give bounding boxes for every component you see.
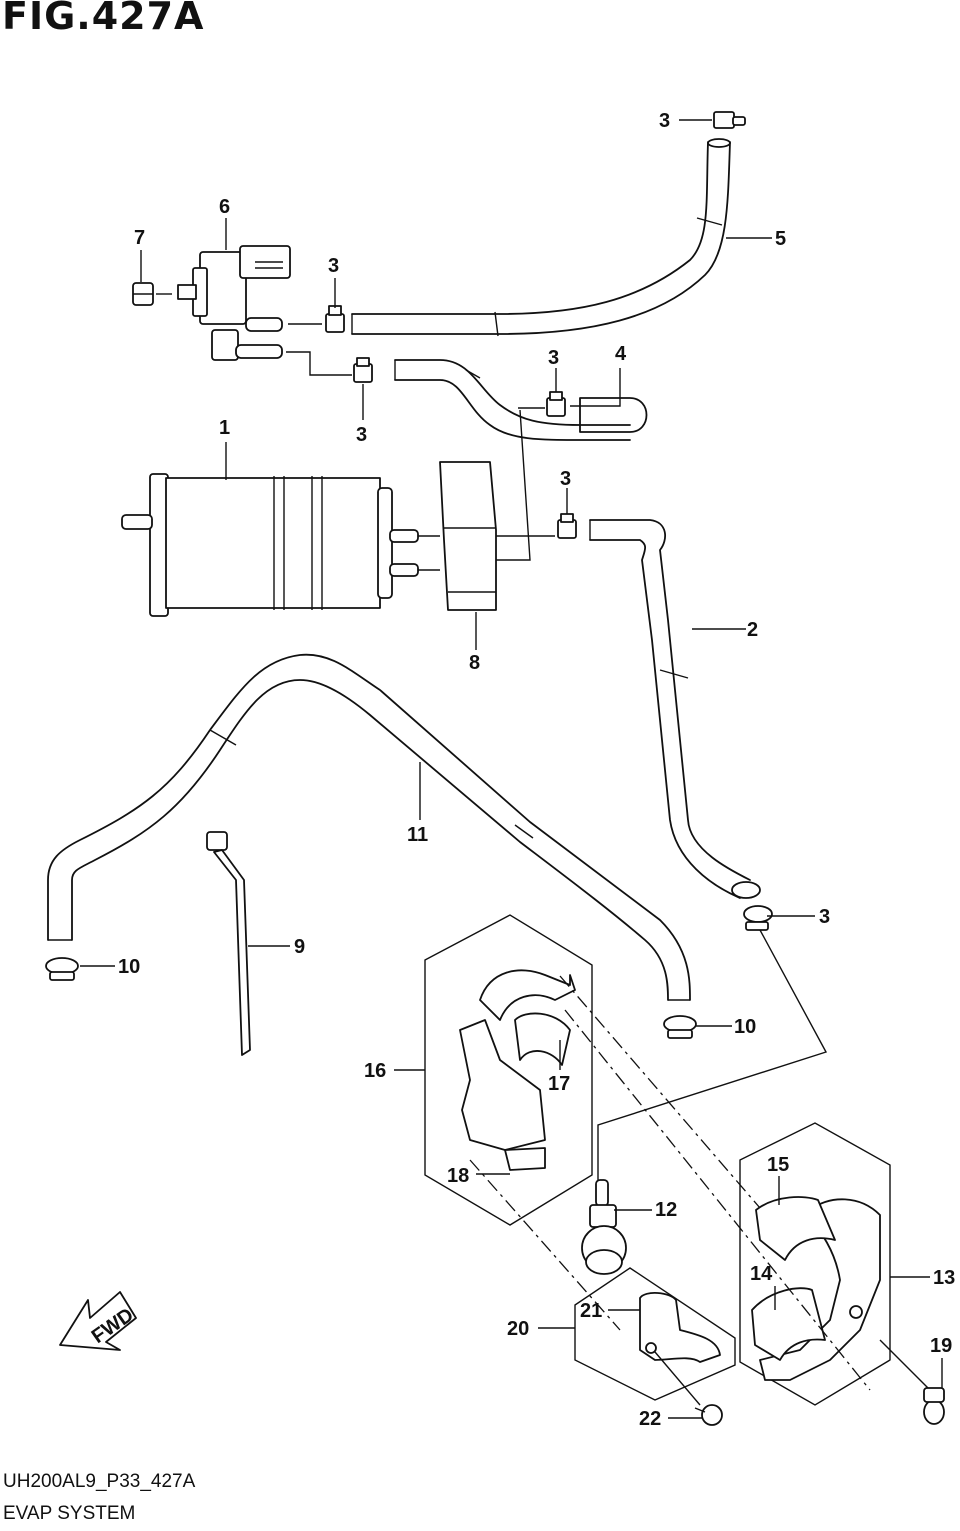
callout-19: 19	[930, 1335, 952, 1357]
grommet-part[interactable]	[755, 1196, 836, 1261]
callout-18: 18	[447, 1165, 469, 1187]
canister-part[interactable]	[121, 473, 419, 617]
hose-4-part[interactable]	[394, 359, 648, 441]
hose-clamp-part[interactable]	[557, 513, 577, 539]
callout-21: 21	[580, 1300, 602, 1322]
fwd-arrow-icon	[59, 1291, 137, 1351]
canister-bracket-part[interactable]	[439, 461, 497, 611]
hose-clamp-part[interactable]	[713, 111, 746, 129]
callout-16: 16	[364, 1060, 386, 1082]
clip-part[interactable]	[504, 1147, 546, 1171]
callout-6: 6	[219, 196, 230, 218]
callout-10: 10	[734, 1016, 756, 1038]
holder-part[interactable]	[459, 969, 576, 1151]
hose-clamp-part[interactable]	[743, 905, 773, 931]
purge-valve-part[interactable]	[177, 245, 291, 361]
grommet-part[interactable]	[514, 1012, 571, 1066]
callout-3: 3	[328, 255, 339, 277]
callout-3: 3	[356, 424, 367, 446]
hose-clamp-part[interactable]	[546, 391, 566, 417]
callout-3: 3	[548, 347, 559, 369]
grommet-part[interactable]	[751, 1287, 826, 1361]
callout-7: 7	[134, 227, 145, 249]
callout-22: 22	[639, 1408, 661, 1430]
cable-tie-part[interactable]	[206, 831, 251, 1056]
callout-5: 5	[775, 228, 786, 250]
fitting-part[interactable]	[581, 1179, 627, 1275]
callout-17: 17	[548, 1073, 570, 1095]
callout-1: 1	[219, 417, 230, 439]
hose-clamp-part[interactable]	[353, 357, 373, 383]
callout-3: 3	[659, 110, 670, 132]
callout-8: 8	[469, 652, 480, 674]
hose-clamp-part[interactable]	[325, 305, 345, 333]
hose-2-part[interactable]	[589, 519, 761, 899]
callout-3: 3	[560, 468, 571, 490]
callout-13: 13	[933, 1267, 955, 1289]
screw-part[interactable]	[694, 1404, 723, 1426]
hose-5-part[interactable]	[351, 138, 731, 337]
hose-clamp-part[interactable]	[663, 1015, 697, 1039]
bracket-group-outline	[739, 1122, 891, 1406]
callout-14: 14	[750, 1263, 773, 1285]
callout-3: 3	[819, 906, 830, 928]
figure-title: FIG.427A	[2, 0, 205, 38]
bolt-part[interactable]	[923, 1387, 945, 1425]
callout-9: 9	[294, 936, 305, 958]
nut-part[interactable]	[132, 282, 154, 306]
callout-11: 11	[407, 824, 428, 846]
callout-4: 4	[615, 343, 627, 365]
hose-clamp-part[interactable]	[45, 957, 79, 981]
callout-20: 20	[507, 1318, 529, 1340]
clamp-part[interactable]	[639, 1292, 721, 1363]
hose-11-part[interactable]	[47, 653, 691, 1001]
callout-15: 15	[767, 1154, 789, 1176]
callout-2: 2	[747, 619, 758, 641]
callout-12: 12	[655, 1199, 677, 1221]
holder-group-outline	[424, 914, 593, 1226]
callout-10: 10	[118, 956, 140, 978]
system-name: EVAP SYSTEM	[3, 1503, 136, 1524]
diagram-code: UH200AL9_P33_427A	[3, 1471, 196, 1492]
clamp-group-outline	[574, 1267, 736, 1401]
